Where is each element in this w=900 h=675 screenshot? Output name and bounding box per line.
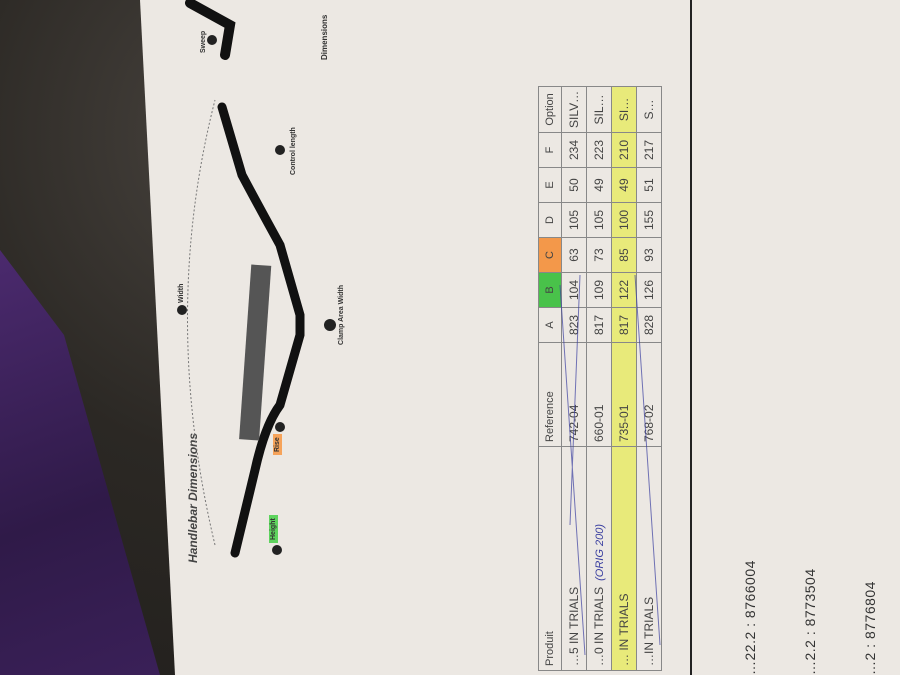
value-cell: 223 — [586, 132, 612, 168]
value-cell: 155 — [636, 202, 662, 238]
header-f: F — [538, 132, 562, 168]
header-e: E — [538, 167, 562, 203]
height-label: Height — [269, 515, 278, 543]
sweep-bar — [185, 0, 236, 60]
reference-cell: 742-04 — [561, 342, 587, 447]
header-d: D — [538, 202, 562, 238]
value-cell: 104 — [561, 272, 587, 308]
table-row: …5 IN TRIALS 742-04 823 104 63 105 50 23… — [561, 86, 587, 671]
produit-cell: … IN TRIALS — [611, 446, 637, 671]
value-cell: 210 — [611, 132, 637, 168]
option-cell: SI… — [611, 86, 637, 133]
header-produit: Produit — [538, 446, 562, 671]
value-cell: 109 — [586, 272, 612, 308]
dimensions-label: Dimensions — [320, 14, 329, 60]
width-marker-icon — [177, 305, 187, 315]
width-dimension-line — [187, 99, 216, 546]
clamp-marker-icon — [324, 319, 336, 331]
value-cell: 50 — [561, 167, 587, 203]
header-reference: Reference — [538, 342, 562, 447]
value-cell: 122 — [611, 272, 637, 308]
table-row: …IN TRIALS 768-02 828 126 93 155 51 217 … — [636, 86, 662, 671]
crossbar-pad — [239, 264, 272, 441]
header-option: Option — [538, 86, 562, 133]
option-cell: SIL… — [586, 86, 612, 133]
table-header-row: Produit Reference A B C D E F Option — [538, 86, 562, 671]
control-length-label: Control length — [290, 127, 297, 175]
reference-cell: 768-02 — [636, 342, 662, 447]
control-marker-icon — [275, 145, 285, 155]
height-marker-icon — [272, 545, 282, 555]
part-code: …2 : 8776804 — [862, 581, 878, 675]
sweep-marker-icon — [207, 35, 217, 45]
handlebar-shape — [217, 102, 305, 558]
clamp-label: Clamp Area Width — [338, 285, 345, 345]
header-a: A — [538, 307, 562, 343]
value-cell: 817 — [611, 307, 637, 343]
produit-cell: …5 IN TRIALS — [561, 446, 587, 671]
handwritten-note: (ORIG 200) — [594, 524, 606, 581]
value-cell: 823 — [561, 307, 587, 343]
value-cell: 49 — [586, 167, 612, 203]
value-cell: 63 — [561, 237, 587, 273]
header-b: B — [538, 272, 562, 308]
rise-marker-icon — [275, 422, 285, 432]
handlebar-diagram — [177, 0, 336, 558]
table-row-highlighted: … IN TRIALS 735-01 817 122 85 100 49 210… — [611, 86, 637, 671]
value-cell: 100 — [611, 202, 637, 238]
value-cell: 234 — [561, 132, 587, 168]
produit-cell: …0 IN TRIALS (ORIG 200) — [586, 446, 612, 671]
value-cell: 49 — [611, 167, 637, 203]
handlebar-spec-table: Produit Reference A B C D E F Option …5 … — [538, 86, 662, 671]
reference-cell: 735-01 — [611, 342, 637, 447]
header-c: C — [538, 237, 562, 273]
option-cell: SILV… — [561, 86, 587, 133]
part-code: …22.2 : 8766004 — [742, 560, 758, 675]
produit-text: …0 IN TRIALS — [592, 586, 606, 666]
option-cell: S… — [636, 86, 662, 133]
value-cell: 105 — [561, 202, 587, 238]
sweep-label: Sweep — [200, 30, 207, 53]
produit-cell: …IN TRIALS — [636, 446, 662, 671]
value-cell: 85 — [611, 237, 637, 273]
part-code: …2.2 : 8773504 — [802, 568, 818, 675]
value-cell: 217 — [636, 132, 662, 168]
value-cell: 105 — [586, 202, 612, 238]
rise-label: Rise — [273, 434, 282, 455]
value-cell: 817 — [586, 307, 612, 343]
document-frame-line — [690, 0, 692, 675]
value-cell: 73 — [586, 237, 612, 273]
width-label: Width — [178, 283, 185, 303]
value-cell: 126 — [636, 272, 662, 308]
value-cell: 93 — [636, 237, 662, 273]
table-row: …0 IN TRIALS (ORIG 200) 660-01 817 109 73… — [586, 86, 612, 671]
reference-cell: 660-01 — [586, 342, 612, 447]
document-page: Handlebar Dimensions Height Rise Width C… — [130, 0, 900, 675]
value-cell: 51 — [636, 167, 662, 203]
value-cell: 828 — [636, 307, 662, 343]
